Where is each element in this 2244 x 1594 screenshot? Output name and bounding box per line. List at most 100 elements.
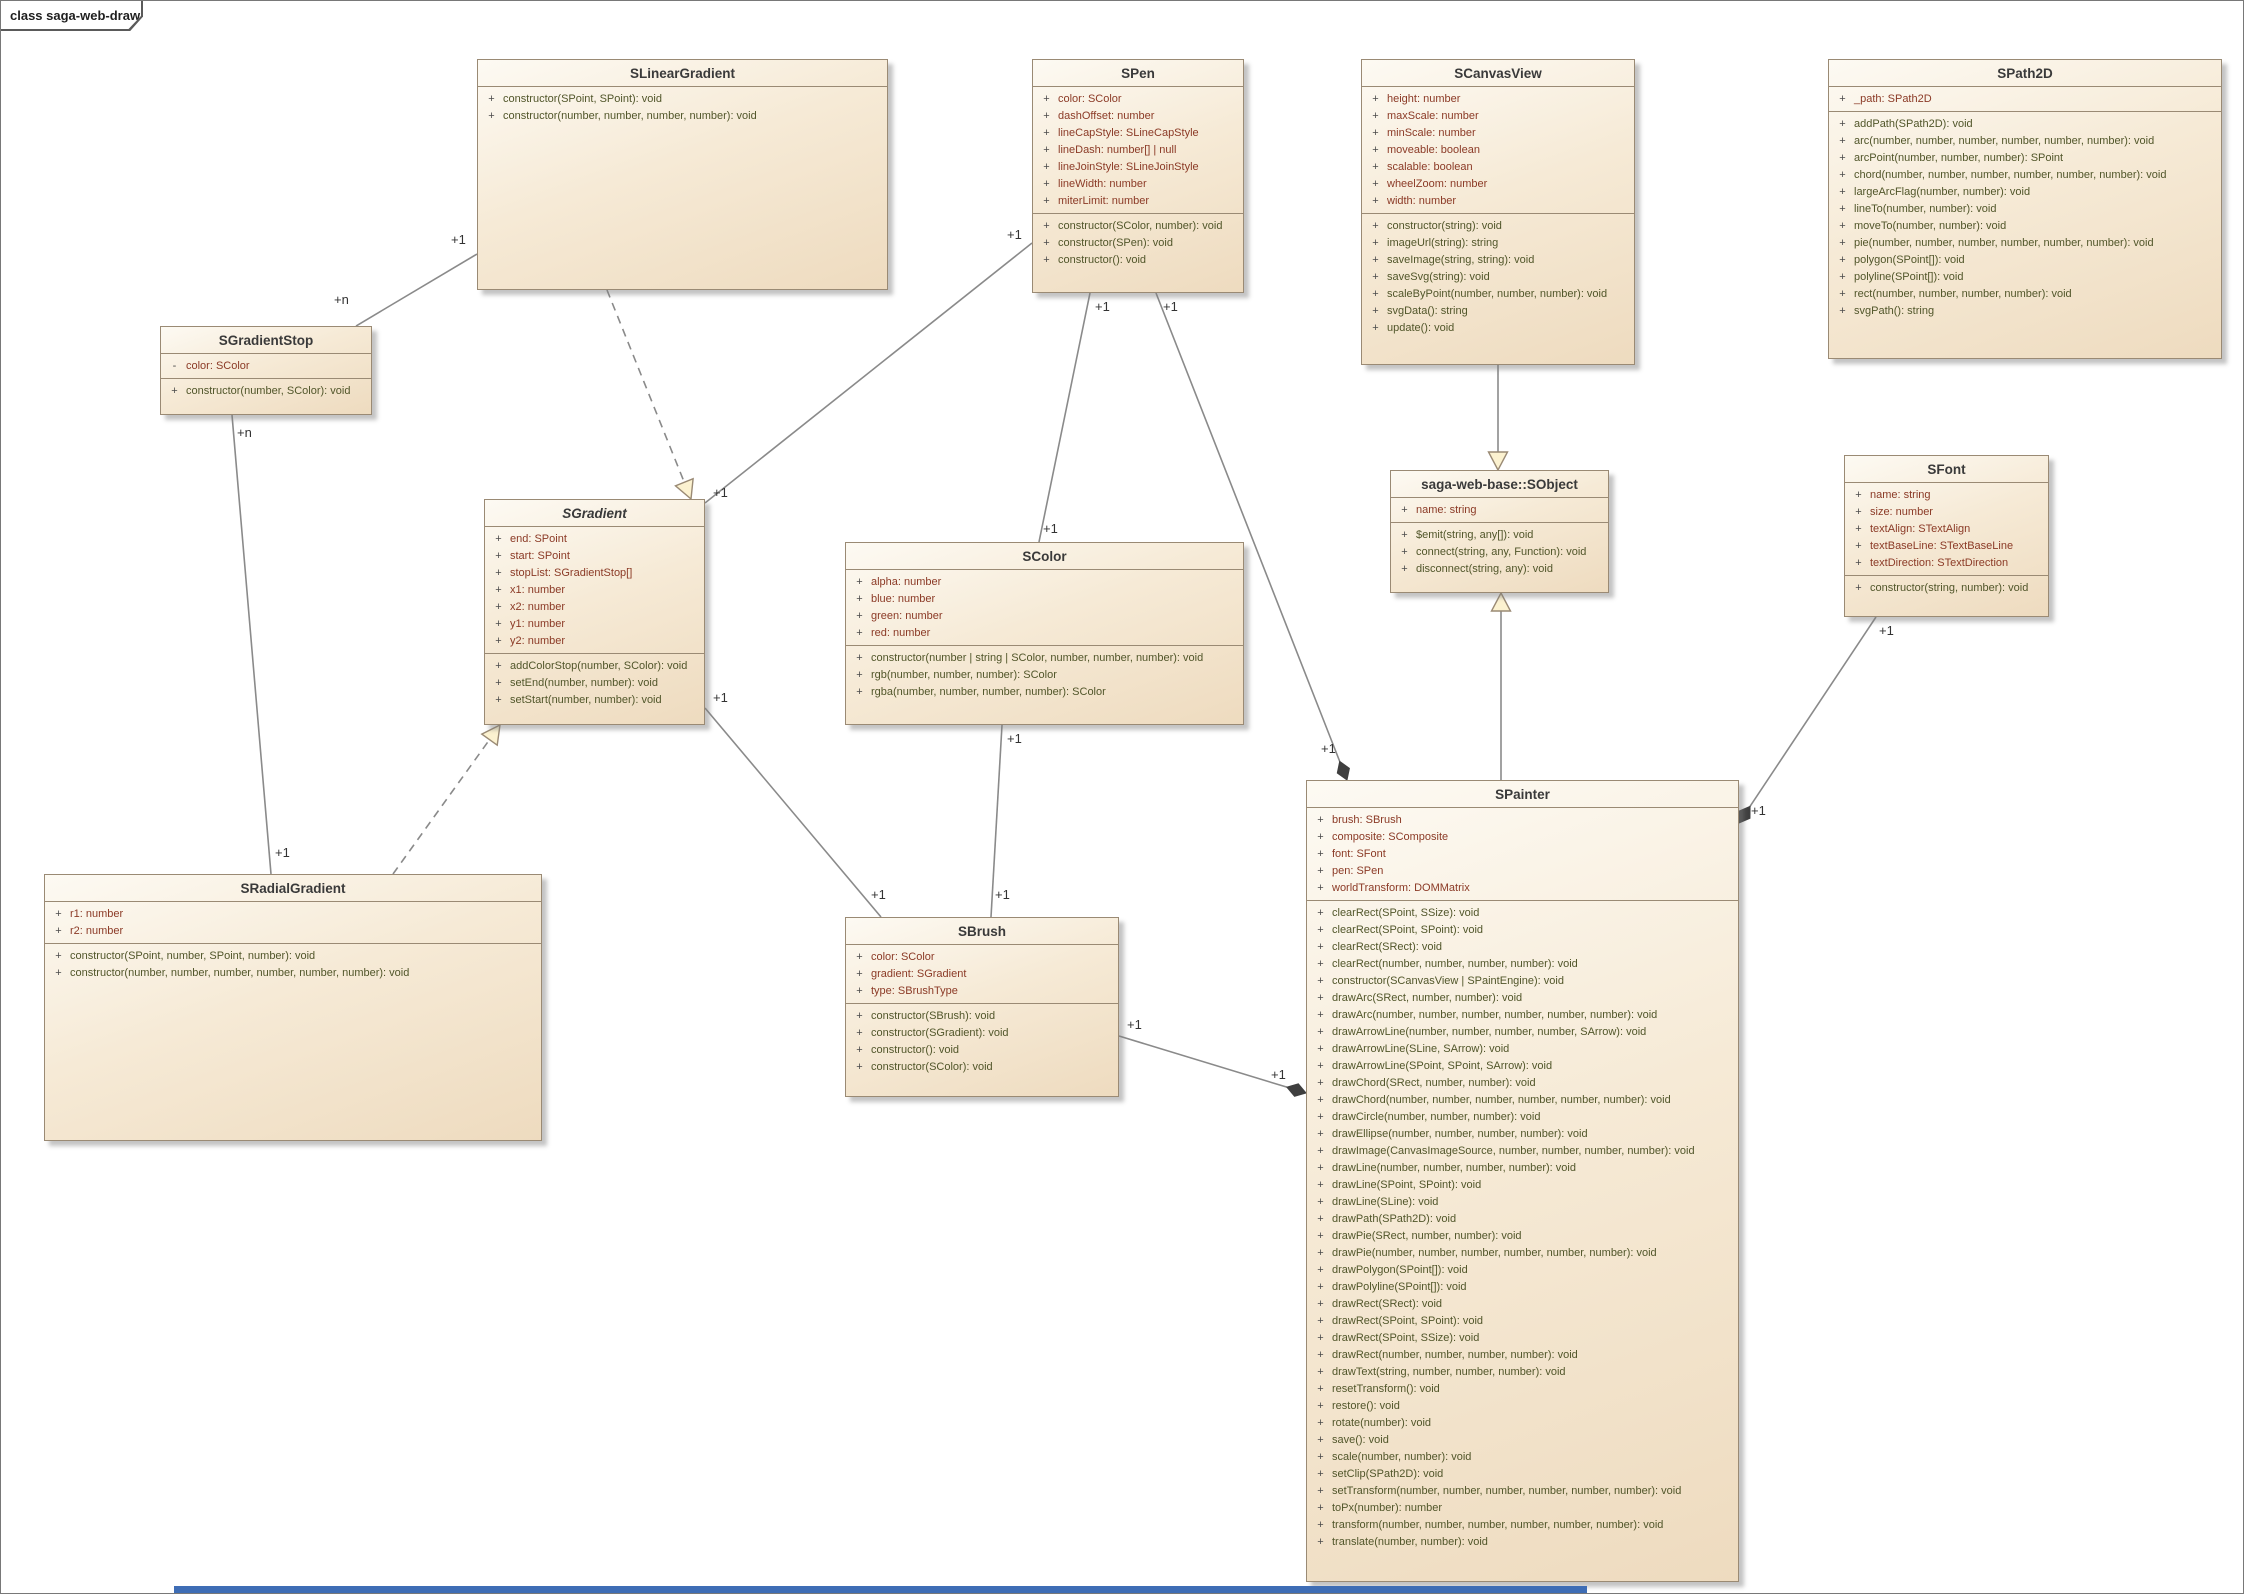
- method-row: +clearRect(SRect): void: [1307, 939, 1738, 956]
- class-methods-compartment: +constructor(SBrush): void+constructor(S…: [846, 1003, 1118, 1096]
- method-row: +setClip(SPath2D): void: [1307, 1466, 1738, 1483]
- class-sgradient[interactable]: SGradient+end: SPoint+start: SPoint+stop…: [484, 499, 705, 725]
- member-text: constructor(number, SColor): void: [186, 383, 350, 400]
- class-scanvasview[interactable]: SCanvasView+height: number+maxScale: num…: [1361, 59, 1635, 365]
- member-text: _path: SPath2D: [1854, 91, 1932, 108]
- member-text: save(): void: [1332, 1432, 1389, 1449]
- method-row: +polyline(SPoint[]): void: [1829, 269, 2221, 286]
- class-title: SPen: [1033, 60, 1243, 86]
- visibility-marker: +: [1316, 1517, 1325, 1534]
- method-row: +$emit(string, any[]): void: [1391, 527, 1608, 544]
- attribute-row: +lineDash: number[] | null: [1033, 142, 1243, 159]
- class-scolor[interactable]: SColor+alpha: number+blue: number+green:…: [845, 542, 1244, 725]
- visibility-marker: +: [1316, 973, 1325, 990]
- member-text: svgPath(): string: [1854, 303, 1934, 320]
- attribute-row: +r1: number: [45, 906, 541, 923]
- class-sgradientstop[interactable]: SGradientStop-color: SColor+constructor(…: [160, 326, 372, 415]
- member-text: stopList: SGradientStop[]: [510, 565, 632, 582]
- method-row: +constructor(): void: [846, 1042, 1118, 1059]
- font-painter-connector[interactable]: [1750, 617, 1876, 806]
- horizontal-scrollbar-thumb[interactable]: [174, 1586, 1587, 1594]
- member-text: drawLine(SPoint, SPoint): void: [1332, 1177, 1481, 1194]
- member-text: clearRect(SRect): void: [1332, 939, 1442, 956]
- class-sbrush[interactable]: SBrush+color: SColor+gradient: SGradient…: [845, 917, 1119, 1097]
- multiplicity-label: +1: [713, 485, 728, 500]
- method-row: +constructor(SPoint, SPoint): void: [478, 91, 887, 108]
- member-text: textBaseLine: STextBaseLine: [1870, 538, 2013, 555]
- radialgradient-extends-gradient-connector[interactable]: [393, 740, 490, 874]
- diagram-frame-label: class saga-web-draw: [1, 1, 143, 31]
- visibility-marker: +: [1371, 252, 1380, 269]
- attribute-row: +pen: SPen: [1307, 863, 1738, 880]
- visibility-marker: +: [1400, 527, 1409, 544]
- class-slineargradient[interactable]: SLinearGradient +constructor(SPoint, SPoi…: [477, 59, 888, 290]
- member-text: drawArrowLine(number, number, number, nu…: [1332, 1024, 1646, 1041]
- visibility-marker: +: [1316, 956, 1325, 973]
- class-title: SGradientStop: [161, 327, 371, 353]
- member-text: worldTransform: DOMMatrix: [1332, 880, 1470, 897]
- method-row: +constructor(SPen): void: [1033, 235, 1243, 252]
- class-spainter[interactable]: SPainter+brush: SBrush+composite: SCompo…: [1306, 780, 1739, 1582]
- method-row: +constructor(SColor, number): void: [1033, 218, 1243, 235]
- pen-color-connector[interactable]: [1039, 293, 1090, 542]
- multiplicity-label: +1: [871, 887, 886, 902]
- class-methods-compartment: +addColorStop(number, SColor): void+setE…: [485, 653, 704, 724]
- member-text: arc(number, number, number, number, numb…: [1854, 133, 2154, 150]
- visibility-marker: +: [1316, 922, 1325, 939]
- visibility-marker: +: [855, 608, 864, 625]
- attribute-row: +worldTransform: DOMMatrix: [1307, 880, 1738, 897]
- member-text: constructor(SPoint, number, SPoint, numb…: [70, 948, 315, 965]
- brush-painter-connector[interactable]: [1119, 1036, 1287, 1087]
- visibility-marker: +: [1316, 1466, 1325, 1483]
- visibility-marker: +: [1316, 846, 1325, 863]
- member-text: restore(): void: [1332, 1398, 1400, 1415]
- class-saga-web-base-sobject[interactable]: saga-web-base::SObject+name: string+$emi…: [1390, 470, 1609, 593]
- class-attributes-compartment: +r1: number+r2: number: [45, 901, 541, 943]
- visibility-marker: +: [1042, 176, 1051, 193]
- member-text: clearRect(SPoint, SSize): void: [1332, 905, 1479, 922]
- class-spen[interactable]: SPen+color: SColor+dashOffset: number+li…: [1032, 59, 1244, 293]
- member-text: moveTo(number, number): void: [1854, 218, 2006, 235]
- visibility-marker: +: [1838, 252, 1847, 269]
- member-text: addColorStop(number, SColor): void: [510, 658, 687, 675]
- class-title: SLinearGradient: [478, 60, 887, 86]
- visibility-marker: +: [1316, 990, 1325, 1007]
- visibility-marker: +: [1316, 1228, 1325, 1245]
- attribute-row: +font: SFont: [1307, 846, 1738, 863]
- member-text: drawRect(SRect): void: [1332, 1296, 1442, 1313]
- member-text: constructor(string, number): void: [1870, 580, 2028, 597]
- method-row: +setTransform(number, number, number, nu…: [1307, 1483, 1738, 1500]
- method-row: +constructor(): void: [1033, 252, 1243, 269]
- member-text: drawPolyline(SPoint[]): void: [1332, 1279, 1467, 1296]
- class-methods-compartment: +constructor(string, number): void: [1845, 575, 2048, 616]
- member-text: rgba(number, number, number, number): SC…: [871, 684, 1106, 701]
- class-sradialgradient[interactable]: SRadialGradient+r1: number+r2: number+co…: [44, 874, 542, 1141]
- attribute-row: +width: number: [1362, 193, 1634, 210]
- member-text: brush: SBrush: [1332, 812, 1402, 829]
- visibility-marker: +: [494, 675, 503, 692]
- class-sfont[interactable]: SFont+name: string+size: number+textAlig…: [1844, 455, 2049, 617]
- member-text: drawPie(number, number, number, number, …: [1332, 1245, 1657, 1262]
- visibility-marker: +: [1316, 1092, 1325, 1109]
- member-text: connect(string, any, Function): void: [1416, 544, 1586, 561]
- member-text: constructor(number, number, number, numb…: [503, 108, 757, 125]
- visibility-marker: +: [1042, 125, 1051, 142]
- class-attributes-compartment: +name: string+size: number+textAlign: ST…: [1845, 482, 2048, 575]
- visibility-marker: +: [1371, 193, 1380, 210]
- visibility-marker: +: [855, 1008, 864, 1025]
- member-text: drawArrowLine(SPoint, SPoint, SArrow): v…: [1332, 1058, 1552, 1075]
- member-text: drawEllipse(number, number, number, numb…: [1332, 1126, 1588, 1143]
- class-spath2d[interactable]: SPath2D+_path: SPath2D+addPath(SPath2D):…: [1828, 59, 2222, 359]
- gradient-brush-connector[interactable]: [705, 708, 881, 917]
- method-row: +connect(string, any, Function): void: [1391, 544, 1608, 561]
- method-row: +arc(number, number, number, number, num…: [1829, 133, 2221, 150]
- lineargradient-extends-gradient-connector[interactable]: [607, 290, 684, 482]
- visibility-marker: +: [855, 949, 864, 966]
- gradientstop-lineargradient-connector[interactable]: [356, 254, 477, 326]
- attribute-row: +_path: SPath2D: [1829, 91, 2221, 108]
- member-text: clearRect(number, number, number, number…: [1332, 956, 1578, 973]
- visibility-marker: +: [494, 582, 503, 599]
- member-text: largeArcFlag(number, number): void: [1854, 184, 2030, 201]
- gradientstop-radialgradient-connector[interactable]: [232, 415, 271, 874]
